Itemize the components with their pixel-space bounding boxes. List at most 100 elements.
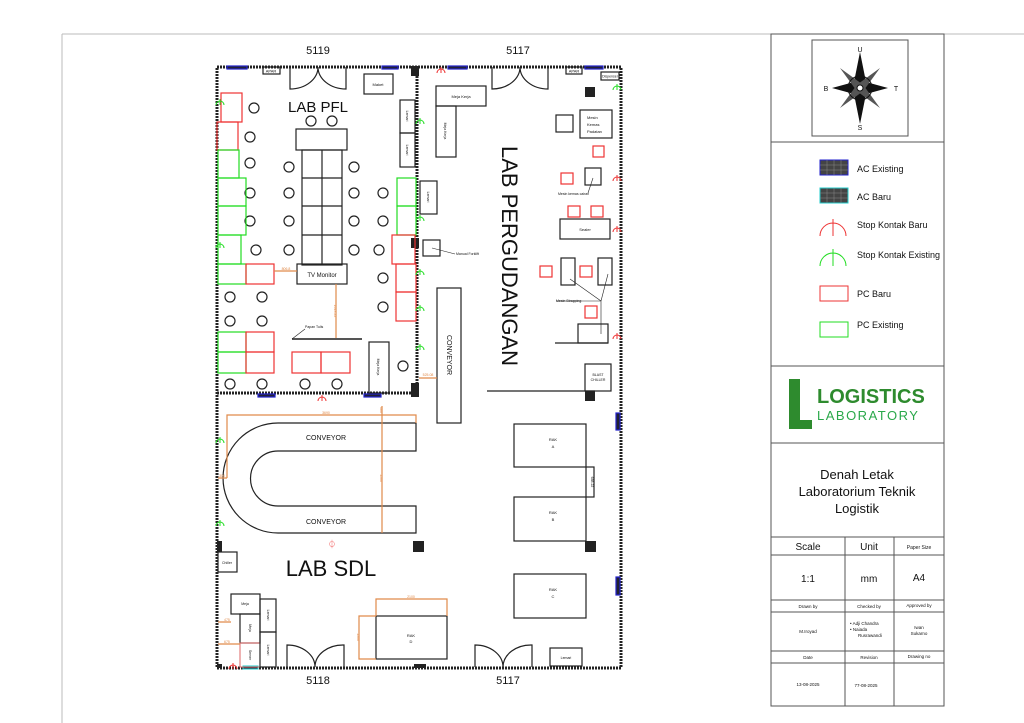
new-pcs-gudang bbox=[539, 145, 605, 319]
chair bbox=[373, 244, 385, 256]
title-line: Logistik bbox=[835, 501, 880, 516]
socket-new-icon bbox=[612, 175, 622, 182]
meja-kerja-pfl bbox=[368, 341, 390, 394]
lab-sdl-label: LAB SDL bbox=[286, 556, 377, 581]
unit-label: Unit bbox=[860, 542, 878, 553]
legend-label: AC Existing bbox=[857, 164, 904, 174]
logo: LOGISTICS LABORATORY bbox=[789, 379, 925, 429]
checked-value: Rusrawandi bbox=[858, 633, 882, 638]
compass-west: B bbox=[824, 86, 829, 93]
chair bbox=[377, 301, 389, 313]
chair bbox=[348, 244, 360, 256]
dimension-label: 680 bbox=[379, 407, 383, 413]
rak-d-label: RAK bbox=[407, 633, 416, 638]
chair bbox=[283, 215, 295, 227]
lemari-label: Lemari bbox=[266, 645, 270, 656]
socket-new-icon bbox=[819, 219, 847, 237]
approved-label: Approved by bbox=[906, 603, 932, 608]
socket-existing-icon bbox=[215, 437, 225, 444]
chair bbox=[283, 244, 295, 256]
rak-c-label: RAK bbox=[549, 587, 558, 592]
chair bbox=[244, 187, 256, 199]
blast-chiller-label: CHILLER bbox=[591, 378, 606, 382]
room-number-5117-bottom: 5117 bbox=[496, 675, 520, 687]
checked-value: • Naiada bbox=[850, 627, 868, 632]
room-number-5119: 5119 bbox=[306, 45, 330, 57]
door-5117-bottom[interactable] bbox=[474, 644, 533, 668]
unit-value: mm bbox=[861, 574, 878, 585]
drawing-title: Denah Letak Laboratorium Teknik Logistik bbox=[799, 467, 916, 516]
meja-kerja-gudang-2 bbox=[435, 105, 457, 158]
mesin-kemas-padatan bbox=[579, 109, 613, 139]
drawing-no-label: Drawing no bbox=[908, 654, 931, 659]
chair bbox=[305, 115, 317, 127]
socket-existing-icon bbox=[612, 84, 622, 91]
manual-forklift-label: Manual Forklift bbox=[456, 252, 479, 256]
tv-monitor bbox=[296, 263, 348, 285]
socket-new-icon bbox=[228, 663, 238, 670]
whiteboard-label: Papan Tulis bbox=[305, 325, 324, 329]
socket-new-icon bbox=[317, 395, 327, 402]
socket-new-icon bbox=[612, 226, 622, 233]
blast-chiller bbox=[584, 363, 612, 392]
door-gudang-top[interactable] bbox=[491, 66, 549, 90]
rak-d-label: D bbox=[410, 639, 413, 644]
server-label: Server bbox=[248, 650, 252, 661]
chair bbox=[377, 187, 389, 199]
date-label: Date bbox=[803, 655, 813, 660]
date-value: 13-08-2025 bbox=[796, 682, 820, 687]
legend: AC Existing AC Baru Stop Kontak Baru Sto… bbox=[819, 159, 940, 338]
rak-b-label: B bbox=[552, 517, 555, 522]
bottom-left-furniture: Meja Meja Server Lemari Lemari 475 675 bbox=[218, 593, 277, 668]
manual-forklift bbox=[422, 239, 441, 257]
chair bbox=[331, 378, 343, 390]
dimension-label: 1300 bbox=[356, 633, 360, 641]
sealer-label: Sealer bbox=[579, 227, 591, 232]
apar-label: APAR bbox=[569, 69, 580, 74]
meja-label: Meja bbox=[241, 602, 249, 606]
lemari-pfl-2 bbox=[399, 132, 416, 168]
socket-existing-icon bbox=[415, 269, 425, 276]
rak-b-label: RAK bbox=[549, 510, 558, 515]
dimension-label: 525.08 bbox=[423, 373, 434, 377]
compass-east: T bbox=[894, 86, 899, 93]
chair bbox=[348, 161, 360, 173]
door-pfl[interactable] bbox=[289, 66, 347, 90]
compass-north: U bbox=[857, 47, 862, 54]
chair bbox=[256, 315, 268, 327]
dimension-label: 1613.22 bbox=[333, 305, 337, 318]
chair bbox=[377, 272, 389, 284]
chair bbox=[256, 291, 268, 303]
approved-value: Iwan bbox=[914, 625, 924, 630]
door-5118[interactable] bbox=[286, 644, 345, 668]
room-number-5117-top: 5117 bbox=[506, 45, 530, 57]
chair bbox=[326, 115, 338, 127]
chiller-label: Chiller bbox=[222, 561, 233, 565]
conveyor-dimensions bbox=[218, 406, 417, 533]
chairs bbox=[224, 102, 409, 390]
socket-existing-icon bbox=[819, 249, 847, 267]
conveyor-label: CONVEYOR bbox=[445, 335, 452, 375]
meja-kerja-gudang bbox=[435, 85, 487, 107]
socket-existing-icon bbox=[415, 215, 425, 222]
room-number-5118: 5118 bbox=[306, 675, 330, 687]
socket-existing-icon bbox=[215, 520, 225, 527]
lemari-label: Lemari bbox=[426, 192, 430, 203]
conveyor-label: CONVEYOR bbox=[306, 435, 346, 442]
dimension-label: 3690 bbox=[322, 411, 330, 415]
checked-value: • Adji Chandra bbox=[850, 621, 879, 626]
ac-units bbox=[226, 65, 621, 670]
chair bbox=[348, 187, 360, 199]
blast-chiller-label: BLAST bbox=[592, 373, 604, 377]
socket-existing-icon bbox=[415, 118, 425, 125]
chair bbox=[248, 102, 260, 114]
dimension-label: 300 bbox=[219, 474, 225, 478]
chair bbox=[250, 244, 262, 256]
lemari-label: Lemari bbox=[561, 656, 572, 660]
chair bbox=[224, 291, 236, 303]
checked-label: Checked by bbox=[857, 604, 882, 609]
socket-existing-icon bbox=[215, 99, 225, 106]
tv-monitor-label: TV Monitor bbox=[307, 273, 336, 279]
mesin-kemas-padatan-label: Mesin bbox=[587, 115, 598, 120]
pc-existing-icon bbox=[819, 321, 849, 338]
